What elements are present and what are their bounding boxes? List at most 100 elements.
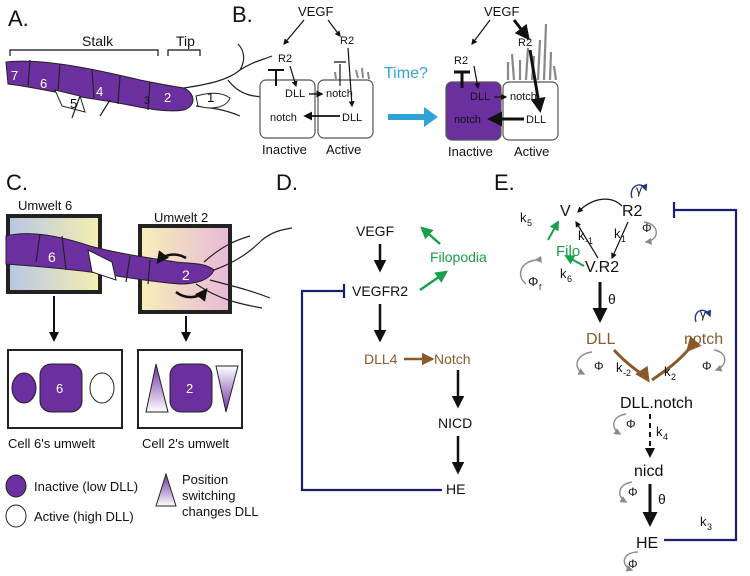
vessel-outlines (27, 43, 291, 119)
panel-a-label: A. (8, 6, 29, 31)
d-he: HE (446, 481, 465, 497)
e-v: V (560, 203, 571, 220)
d-filopodia: Filopodia (430, 249, 487, 265)
b-right-vegf-arrow-1 (471, 19, 491, 45)
e-k1: k (614, 226, 621, 241)
e-r2-phi: Φ (642, 221, 652, 235)
panel-b-label: B. (232, 2, 253, 27)
e-bind (611, 221, 629, 260)
b-left-vegf: VEGF (298, 4, 333, 19)
c6-center-cell (39, 363, 83, 413)
e-notch-production-arrow (694, 309, 712, 323)
d-he-inhibits-r2 (300, 284, 442, 492)
e-r2-production-arrow (630, 183, 648, 199)
b-left-inactive-label: Inactive (262, 142, 307, 157)
cell-5-label: 5 (70, 96, 77, 111)
b-right-active-label: Active (514, 144, 549, 159)
c-cell-2-label: 2 (182, 267, 190, 283)
panel-d-label: D. (276, 170, 298, 195)
b-left-vegf-arrow-2 (327, 19, 341, 37)
cell-7-label: 7 (11, 68, 18, 83)
panel-c-label: C. (6, 170, 28, 195)
e-nicd-decay-arrow (619, 481, 633, 503)
legend-active-label: Active (high DLL) (34, 509, 134, 524)
cell-2-label: 2 (164, 90, 171, 105)
e-dll-decay-arrow (576, 351, 593, 375)
d-vegfr2: VEGFR2 (352, 283, 408, 299)
e-vr2: V.R2 (585, 259, 619, 276)
b-right-dll-1: DLL (470, 91, 490, 103)
cell-2-caption: Cell 2's umwelt (142, 436, 229, 451)
e-he: HE (636, 535, 658, 552)
legend-position-triangle (155, 472, 177, 507)
legend-position-line1: Position (182, 472, 228, 487)
b-left-dll-1: DLL (285, 88, 305, 100)
e-dllnotch: DLL.notch (620, 395, 693, 412)
b-right-notch-2: notch (454, 114, 481, 126)
b-left-r2-dll (289, 65, 298, 88)
panel-a: A. Stalk Tip 7 6 5 4 3 2 1 (5, 6, 291, 119)
e-km1-sub: -1 (585, 236, 593, 246)
cell-5-body (54, 89, 86, 113)
e-nicd-phi: Φ (628, 485, 638, 499)
b-left-r2-a: R2 (278, 53, 292, 65)
e-r2-gamma: γ (636, 183, 642, 197)
e-km2-sub: -2 (623, 368, 631, 378)
e-notch-binding (651, 336, 702, 382)
b-left-inhibit-bar (268, 69, 284, 86)
legend-active-swatch (5, 504, 27, 528)
e-nicd: nicd (634, 463, 663, 480)
b-right-r2-a: R2 (454, 55, 468, 67)
c-cell-white (87, 249, 117, 281)
e-r2: R2 (622, 203, 643, 220)
panel-d: D. VEGF VEGFR2 Filopodia DLL4 Notch NICD… (276, 170, 487, 497)
e-v-r2-bind (577, 198, 623, 213)
b-left-inhibit-2 (334, 61, 346, 86)
b-right-notch-1: notch (510, 91, 537, 103)
tip-label: Tip (176, 33, 195, 49)
b-left-inactive-cell (259, 79, 316, 139)
c-cell-6-label: 6 (48, 249, 56, 265)
b-right-r2-dll (473, 65, 481, 90)
c2-center-cell (169, 363, 213, 413)
legend-inactive-swatch (5, 474, 27, 498)
e-dll-phi: Φ (594, 359, 604, 373)
e-dllnotch-decay-arrow (613, 413, 627, 435)
e-he-decay-arrow (623, 551, 639, 572)
e-dll: DLL (586, 331, 615, 348)
b-left-notch-2: notch (270, 112, 297, 124)
e-notch: notch (684, 331, 723, 348)
b-left-filopodia (334, 67, 370, 80)
e-phif-sub: f (539, 283, 542, 292)
panel-e-label: E. (494, 170, 515, 195)
d-nicd: NICD (438, 415, 472, 431)
umwelt-6-title: Umwelt 6 (18, 198, 72, 213)
e-phif: Φ (528, 274, 538, 289)
b-right-inactive-label: Inactive (448, 144, 493, 159)
d-r2-to-filopodia (419, 270, 449, 292)
b-right-vegf-arrow-2 (512, 19, 530, 41)
e-dllnotch-phi: Φ (626, 417, 636, 431)
b-right-r2-dll-2 (528, 49, 546, 113)
panel-e: E. V R2 V.R2 Filo k -1 k 1 k 5 k 6 Φ f γ… (494, 170, 738, 572)
cell-4-label: 4 (96, 84, 103, 99)
e-theta-1: θ (608, 291, 616, 307)
c2-center-label: 2 (186, 381, 193, 396)
e-k3: k (700, 514, 707, 529)
b-left-vegf-arrow-1 (283, 19, 305, 45)
e-filo-decay-arrow (519, 255, 542, 285)
b-right-vegf: VEGF (484, 4, 519, 19)
c6-right-neighbor (89, 372, 115, 404)
tip-bracket (167, 49, 201, 56)
e-r2-decay-arrow (643, 221, 657, 245)
e-k5-sub: 5 (527, 218, 532, 228)
panel-b: B. VEGF R2 R2 DLL notch notch DLL Inacti… (232, 2, 559, 159)
e-notch-gamma: γ (700, 307, 706, 321)
cell-6-label: 6 (40, 76, 47, 91)
time-label: Time? (384, 65, 428, 82)
c-vessel (5, 233, 215, 285)
b-left-notch-1: notch (326, 88, 353, 100)
b-left-active-label: Active (326, 142, 361, 157)
legend-position-line3: changes DLL (182, 504, 259, 519)
